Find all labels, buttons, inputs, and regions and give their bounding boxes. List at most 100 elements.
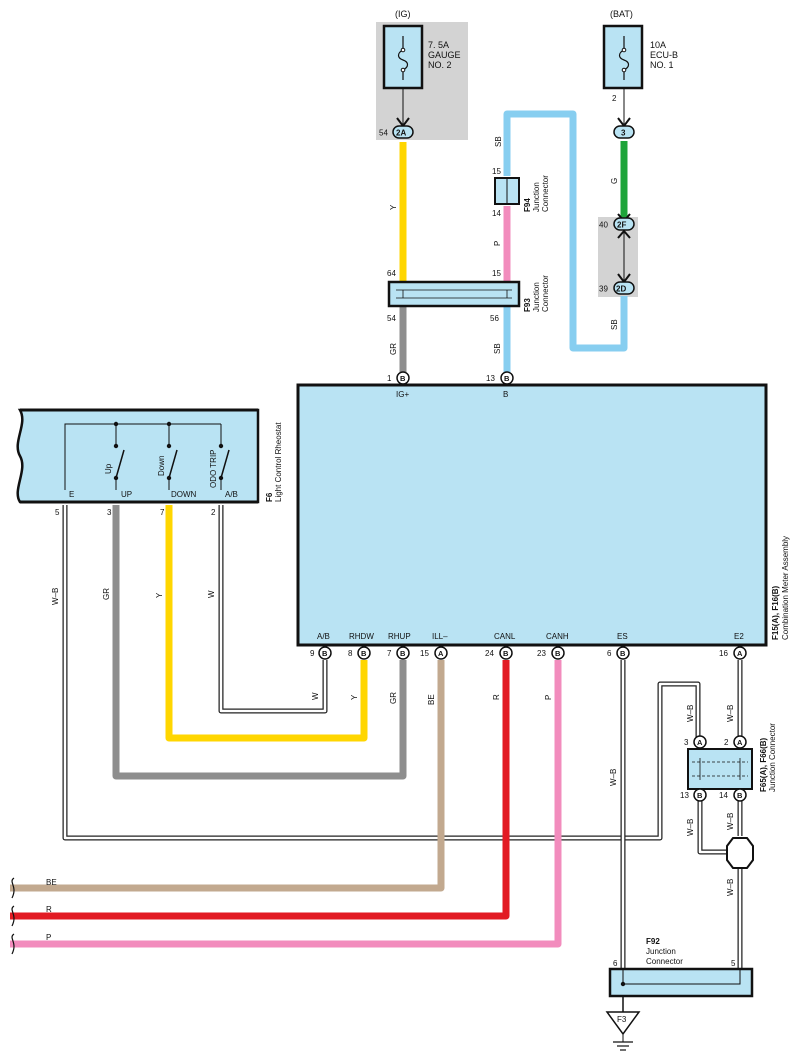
fuse-icon bbox=[618, 36, 630, 80]
pin-label: 15 bbox=[420, 649, 429, 658]
meter-terminal: E2 bbox=[734, 632, 744, 641]
connector-label: 2A bbox=[396, 129, 406, 138]
wire-label: W bbox=[207, 590, 216, 598]
rheostat-name: Light Control Rheostat bbox=[274, 422, 283, 502]
meter-terminal: IG+ bbox=[396, 390, 409, 399]
f94-name: Connector bbox=[541, 175, 550, 212]
switch-label: ODO TRIP bbox=[209, 449, 218, 488]
junction-name: Junction Connector bbox=[768, 723, 777, 792]
splice-icon bbox=[726, 837, 754, 869]
pin-label: 56 bbox=[490, 314, 499, 323]
connector-label: B bbox=[400, 374, 406, 383]
rheostat-terminal: A/B bbox=[225, 490, 238, 499]
pin-label: 8 bbox=[348, 649, 353, 658]
junction-code: F65(A), F66(B) bbox=[759, 737, 768, 792]
junction-pins bbox=[693, 735, 747, 802]
meter-terminal: ES bbox=[617, 632, 628, 641]
wire-label: BE bbox=[46, 878, 57, 887]
pin-label: 23 bbox=[537, 649, 546, 658]
wire-label: G bbox=[610, 178, 619, 184]
wire-label: W–B bbox=[726, 813, 735, 830]
fuse-icon bbox=[397, 36, 409, 80]
f94-code: F94 bbox=[523, 198, 532, 212]
wire-label: P bbox=[544, 695, 553, 700]
meter-bottom-pins bbox=[318, 646, 747, 660]
connector-label: A bbox=[737, 649, 743, 658]
wire-label: W bbox=[311, 692, 320, 700]
pin-label: 64 bbox=[387, 269, 396, 278]
f92-name: Connector bbox=[646, 957, 683, 966]
wire-label: P bbox=[46, 933, 51, 942]
connector-label: A bbox=[697, 738, 703, 747]
pin-label: 1 bbox=[387, 374, 392, 383]
connector-label: B bbox=[555, 649, 561, 658]
f92-name: Junction bbox=[646, 947, 676, 956]
rheostat-terminal: UP bbox=[121, 490, 132, 499]
wire-label: P bbox=[493, 241, 502, 246]
pin-label: 40 bbox=[599, 221, 608, 230]
meter-terminal: ILL– bbox=[432, 632, 448, 641]
connector-label: B bbox=[697, 791, 703, 800]
bat-fuse-name1: ECU-B bbox=[650, 50, 678, 60]
bat-fuse-name2: NO. 1 bbox=[650, 60, 674, 70]
connector-label: A bbox=[737, 738, 743, 747]
connector-label: A bbox=[438, 649, 444, 658]
pin-label: 5 bbox=[731, 959, 736, 968]
meter-terminal: B bbox=[503, 390, 508, 399]
wire-label: Y bbox=[389, 204, 398, 210]
pin-label: 2 bbox=[724, 738, 729, 747]
combination-meter bbox=[296, 383, 768, 647]
pin-label: 54 bbox=[379, 129, 388, 138]
wires bbox=[10, 88, 743, 1012]
bat-source-label: (BAT) bbox=[610, 9, 633, 19]
ig-fuse-name2: NO. 2 bbox=[428, 60, 452, 70]
junction-f65-f66 bbox=[687, 748, 753, 790]
wire-label: W–B bbox=[51, 588, 60, 605]
pin-label: 13 bbox=[680, 791, 689, 800]
wire-y-rhdw bbox=[165, 505, 368, 742]
pin-label: 14 bbox=[719, 791, 728, 800]
wire-label: W–B bbox=[686, 819, 695, 836]
bat-fuse-rating: 10A bbox=[650, 40, 666, 50]
ig-fuse-name1: GAUGE bbox=[428, 50, 461, 60]
wire-p-canh bbox=[10, 660, 562, 948]
meter-terminal: CANH bbox=[546, 632, 569, 641]
pin-label: 3 bbox=[684, 738, 689, 747]
rheostat-code: F6 bbox=[265, 492, 274, 502]
ground-icon bbox=[605, 1011, 641, 1036]
meter-name: Combination Meter Assembly bbox=[781, 536, 790, 640]
ground-label: F3 bbox=[617, 1015, 627, 1024]
f93-code: F93 bbox=[523, 298, 532, 312]
meter-code: F15(A), F16(B) bbox=[771, 585, 780, 640]
wire-be bbox=[10, 660, 445, 892]
wire-sb-loop bbox=[503, 110, 628, 352]
connector-f93 bbox=[387, 280, 521, 308]
wire-label: GR bbox=[389, 692, 398, 704]
f93-name: Junction bbox=[532, 282, 541, 312]
meter-terminal: RHUP bbox=[388, 632, 411, 641]
wire-label: W–B bbox=[726, 879, 735, 896]
pin-label: 5 bbox=[55, 508, 60, 517]
pin-label: 6 bbox=[613, 959, 618, 968]
pin-label: 14 bbox=[492, 209, 501, 218]
ig-source-label: (IG) bbox=[395, 9, 411, 19]
wire-label: BE bbox=[427, 694, 436, 705]
rheostat-terminal: E bbox=[69, 490, 74, 499]
pin-label: 54 bbox=[387, 314, 396, 323]
rheostat-terminal: DOWN bbox=[171, 490, 197, 499]
wire-label: W–B bbox=[726, 705, 735, 722]
connector-label: B bbox=[400, 649, 406, 658]
connector-2d bbox=[613, 281, 635, 295]
connector-label: 2F bbox=[617, 221, 626, 230]
rheostat-box bbox=[16, 408, 260, 504]
switch-label: Up bbox=[104, 463, 113, 474]
f92-code: F92 bbox=[646, 937, 660, 946]
wire-label: Y bbox=[350, 694, 359, 700]
switch-label: Down bbox=[157, 456, 166, 476]
wire-label: GR bbox=[389, 343, 398, 355]
pin-label: 7 bbox=[160, 508, 165, 517]
ig-fuse-rating: 7. 5A bbox=[428, 40, 449, 50]
connector-2a bbox=[392, 125, 414, 139]
pin-label: 2 bbox=[612, 94, 617, 103]
